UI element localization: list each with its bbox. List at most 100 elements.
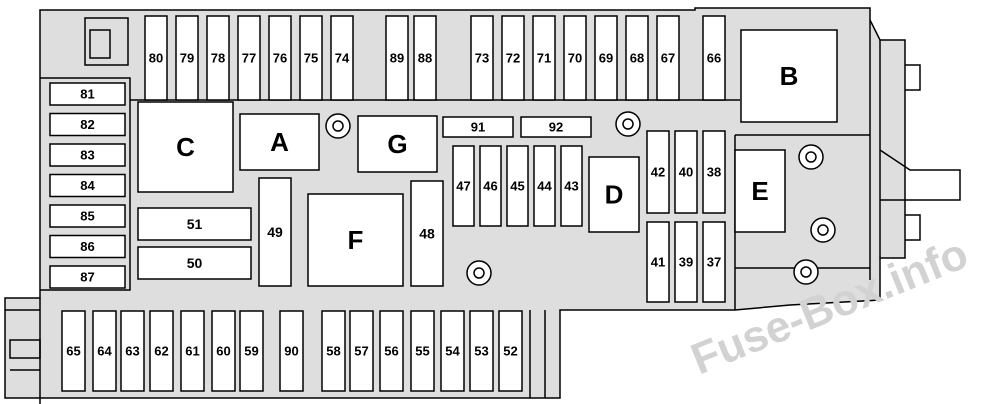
- fuse-label: 48: [419, 226, 435, 242]
- fuse-label: 69: [599, 51, 613, 66]
- relay-label: E: [751, 176, 768, 206]
- fuse-slot: [563, 15, 587, 101]
- fuse-label: 61: [185, 344, 199, 359]
- fuse-label: 42: [651, 165, 665, 180]
- fuse-74: 74: [330, 15, 354, 101]
- fuse-79: 79: [175, 15, 199, 101]
- fuse-slot: [144, 15, 168, 101]
- fuse-label: 90: [284, 344, 298, 359]
- fuse-slot: [410, 310, 435, 392]
- fuse-label: 73: [475, 51, 489, 66]
- fuse-60: 60: [211, 310, 236, 392]
- fuse-label: 70: [568, 51, 582, 66]
- fuse-slot: [498, 310, 523, 392]
- fuse-slot: [410, 180, 444, 287]
- relay-b: B: [740, 29, 838, 123]
- fuse-slot: [49, 265, 126, 289]
- fuse-82: 82: [49, 112, 126, 137]
- fuse-slot: [702, 15, 726, 101]
- fuse-label: 88: [418, 51, 432, 66]
- fuse-47: 47: [452, 145, 475, 227]
- fuse-label: 65: [66, 344, 80, 359]
- fuse-slot: [625, 15, 649, 101]
- fuse-slot: [299, 15, 323, 101]
- fuse-80: 80: [144, 15, 168, 101]
- fuse-54: 54: [440, 310, 465, 392]
- fuse-label: 84: [80, 178, 95, 193]
- fuse-slot: [49, 204, 126, 228]
- fuse-slot: [506, 145, 529, 227]
- fuse-37: 37: [702, 221, 726, 303]
- fuse-92: 92: [520, 116, 592, 138]
- fuse-slot: [49, 112, 126, 137]
- fuse-slot: [321, 310, 346, 392]
- relay-body: [137, 101, 234, 193]
- fuse-slot: [211, 310, 236, 392]
- fuse-slot: [175, 15, 199, 101]
- relay-c: C: [137, 101, 234, 193]
- fuse-label: 80: [149, 51, 163, 66]
- fuse-slot: [413, 15, 437, 101]
- fuse-46: 46: [479, 145, 502, 227]
- fuse-label: 76: [273, 51, 287, 66]
- fuse-label: 45: [510, 179, 524, 194]
- relay-d: D: [588, 156, 640, 233]
- fuse-label: 55: [415, 344, 429, 359]
- fuse-label: 63: [125, 344, 139, 359]
- fuse-slot: [469, 310, 494, 392]
- fuse-64: 64: [92, 310, 117, 392]
- fuse-58: 58: [321, 310, 346, 392]
- fuse-slot: [702, 221, 726, 303]
- fuse-57: 57: [349, 310, 374, 392]
- relay-label: A: [270, 127, 289, 157]
- fuse-slot: [646, 130, 670, 214]
- fuse-slot: [268, 15, 292, 101]
- fuse-label: 82: [80, 117, 94, 132]
- fuse-label: 81: [80, 87, 94, 102]
- fuse-slot: [470, 15, 494, 101]
- fuse-slot: [180, 310, 205, 392]
- fuse-69: 69: [594, 15, 618, 101]
- fuse-88: 88: [413, 15, 437, 101]
- fuse-label: 67: [661, 51, 675, 66]
- fuse-label: 47: [456, 179, 470, 194]
- fuse-slot: [61, 310, 86, 392]
- fuse-label: 75: [304, 51, 318, 66]
- fuse-slot: [206, 15, 230, 101]
- fuse-73: 73: [470, 15, 494, 101]
- fuse-label: 60: [216, 344, 230, 359]
- fuse-slot: [237, 15, 261, 101]
- fuse-slot: [674, 221, 698, 303]
- fuse-label: 43: [564, 179, 578, 194]
- relay-g: G: [357, 115, 438, 173]
- fuse-label: 66: [707, 51, 721, 66]
- fuse-slot: [349, 310, 374, 392]
- fuse-83: 83: [49, 143, 126, 167]
- fuse-91: 91: [442, 116, 514, 138]
- fuse-slot: [49, 173, 126, 198]
- fuse-slot: [330, 15, 354, 101]
- fuse-label: 77: [242, 51, 256, 66]
- fuse-75: 75: [299, 15, 323, 101]
- fuse-53: 53: [469, 310, 494, 392]
- fuse-label: 57: [354, 344, 368, 359]
- fuse-slot: [501, 15, 525, 101]
- fuse-slot: [149, 310, 174, 392]
- fuse-38: 38: [702, 130, 726, 214]
- fuse-label: 91: [471, 120, 485, 135]
- fuse-label: 78: [211, 51, 225, 66]
- fuse-label: 44: [537, 179, 552, 194]
- fuse-slot: [258, 177, 292, 287]
- fuse-87: 87: [49, 265, 126, 289]
- fuse-67: 67: [656, 15, 680, 101]
- fuse-label: 68: [630, 51, 644, 66]
- fuse-86: 86: [49, 234, 126, 259]
- fuse-slot: [49, 234, 126, 259]
- relay-label: C: [176, 132, 195, 162]
- fuse-49: 49: [258, 177, 292, 287]
- fuse-45: 45: [506, 145, 529, 227]
- fuse-63: 63: [120, 310, 145, 392]
- relay-e: E: [734, 149, 786, 233]
